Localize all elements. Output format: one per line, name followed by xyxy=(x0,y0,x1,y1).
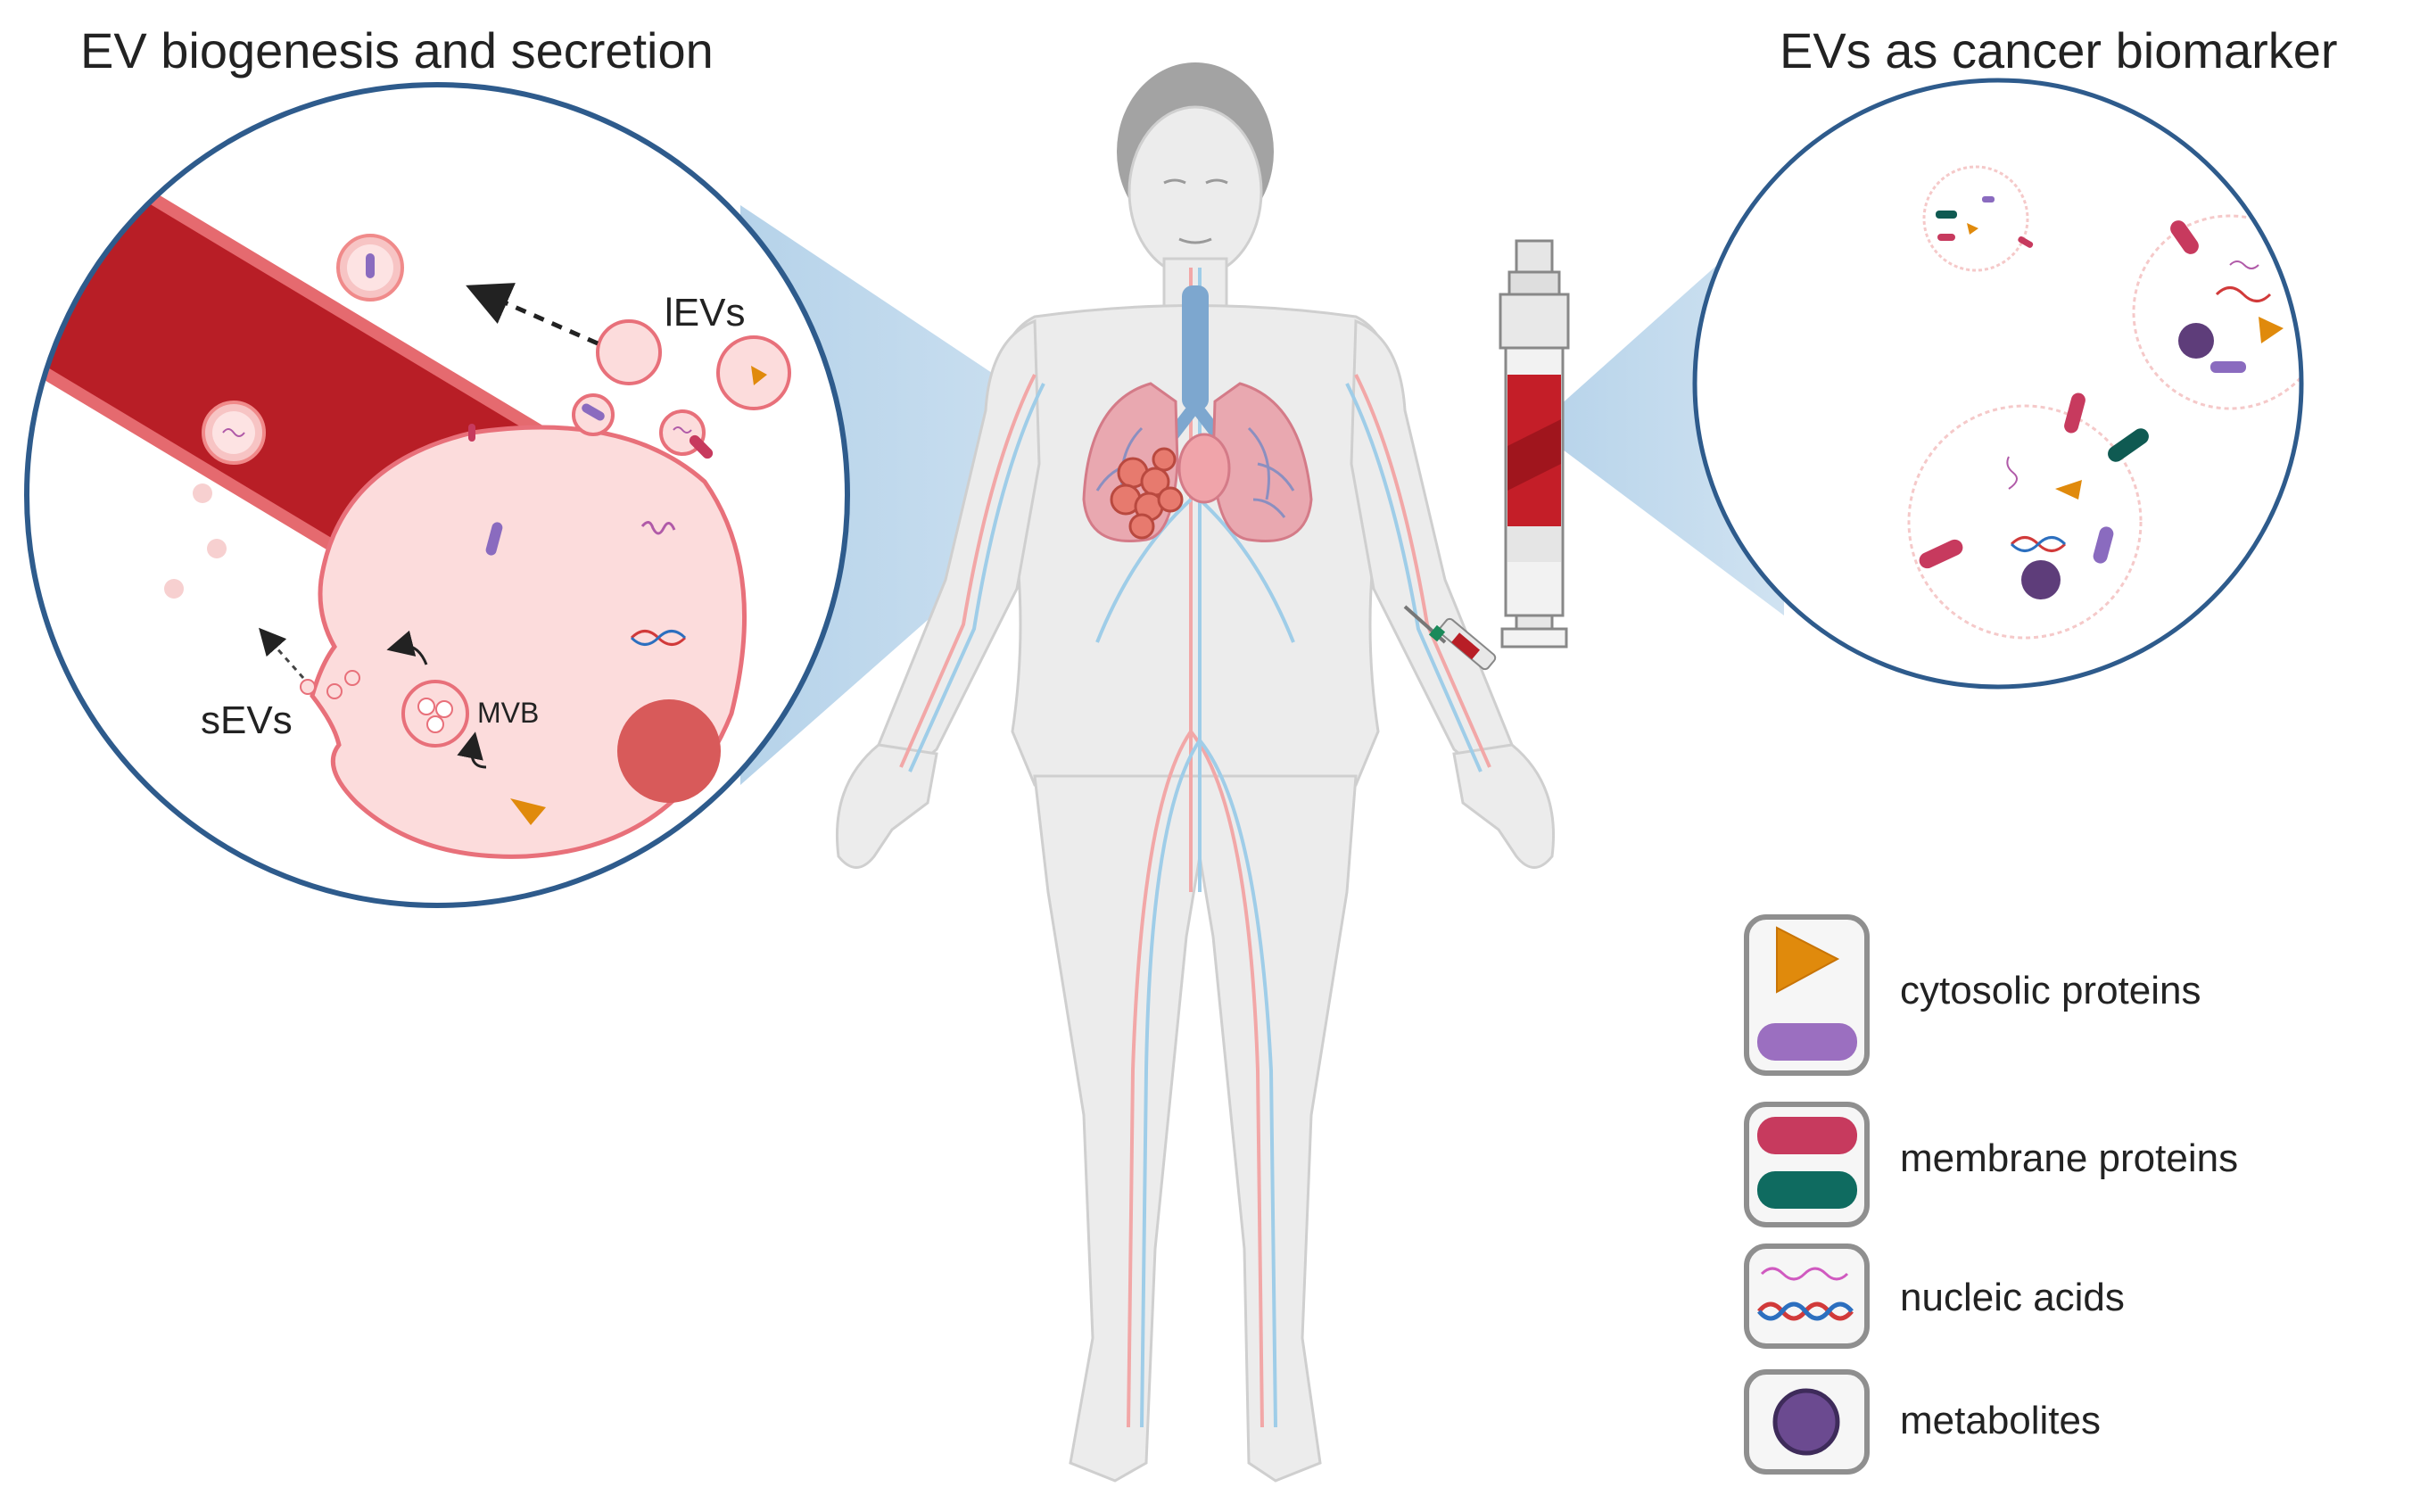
legend-label-membrane-proteins: membrane proteins xyxy=(1900,1136,2239,1180)
right-panel-title: EVs as cancer biomarker xyxy=(1780,22,2338,78)
human-body xyxy=(835,62,1556,1483)
legend-label-cytosolic-proteins: cytosolic proteins xyxy=(1900,969,2201,1012)
ev-biomarker-panel xyxy=(1692,78,2304,690)
ev-biogenesis-panel: lEVs sEVs MVB xyxy=(24,82,850,908)
sevs-label: sEVs xyxy=(201,698,293,742)
left-panel-title: EV biogenesis and secretion xyxy=(80,22,714,78)
membrane-proteins-icon xyxy=(1744,1102,1870,1227)
blood-draw-needle xyxy=(1403,605,1497,671)
legend-label-metabolites: metabolites xyxy=(1900,1399,2102,1442)
lung-tumor xyxy=(1110,447,1184,540)
mvb-label: MVB xyxy=(477,697,539,729)
blood-tube xyxy=(1499,239,1570,649)
legend-label-nucleic-acids: nucleic acids xyxy=(1900,1276,2125,1319)
nucleic-acids-icon xyxy=(1744,1243,1870,1349)
cell xyxy=(310,393,747,859)
cytosolic-proteins-icon xyxy=(1744,914,1870,1076)
levs-label: lEVs xyxy=(665,291,745,335)
metabolites-icon xyxy=(1744,1369,1870,1475)
legend-icons xyxy=(1744,914,1870,1475)
left-projection-beam xyxy=(740,205,1115,785)
